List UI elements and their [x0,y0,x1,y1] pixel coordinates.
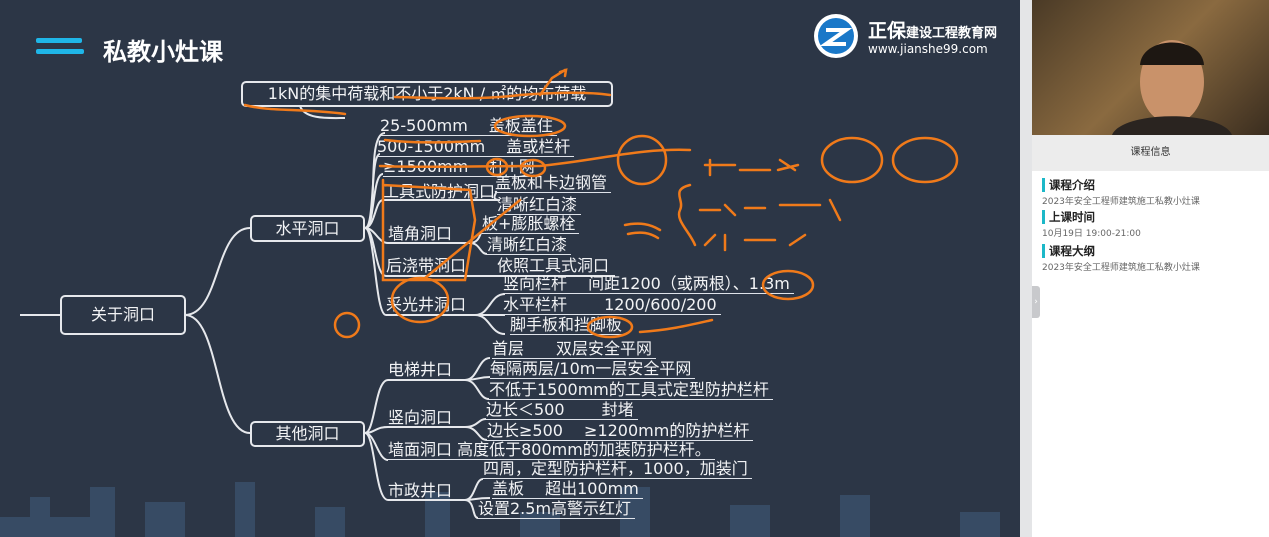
brand-logo: 正保建设工程教育网 www.jianshe99.com [812,12,1012,62]
leaf-node: 每隔两层/10m一层安全平网 [490,360,696,379]
section-text: 2023年安全工程师建筑施工私教小灶课 [1042,263,1200,273]
leaf-node: 边长＜500 封堵 [486,401,638,420]
course-info-panel: 课程信息 课程介绍 2023年安全工程师建筑施工私教小灶课 上课时间 10月19… [1032,0,1269,537]
leaf-node: 边长≥500 ≥1200mm的防护栏杆 [487,422,754,441]
leaf-node: 清晰红白漆 [497,196,582,215]
title-bar-icon [36,49,84,54]
instructor-video [1032,0,1269,135]
leaf-node: 板+膨胀螺栓 [482,215,580,234]
branch-node: 竖向洞口 [388,408,453,427]
root-node: 关于洞口 [60,295,186,335]
leaf-node: 竖向栏杆 间距1200（或两根）、1.3m [503,275,794,294]
leaf-node: 25-500mm 盖板盖住 [380,117,557,136]
leaf-node: 首层 双层安全平网 [492,340,657,359]
leaf-node: 清晰红白漆 [487,236,572,255]
branch-node: 墙角洞口 [388,224,453,243]
leaf-node: 设置2.5m高警示红灯 [478,500,636,519]
branch-node: 电梯井口 [388,360,453,379]
course-intro-section: 课程介绍 2023年安全工程师建筑施工私教小灶课 [1042,178,1200,207]
course-outline-section: 课程大纲 2023年安全工程师建筑施工私教小灶课 [1042,244,1200,273]
mindmap-connectors [20,105,615,519]
panel-divider [1020,0,1032,537]
other-opening-node: 其他洞口 [250,421,365,447]
section-text: 10月19日 19:00-21:00 [1042,229,1141,239]
leaf-node: 墙面洞口 高度低于800mm的加装防护栏杆。 [388,441,715,460]
slide-title: 私教小灶课 [103,38,223,66]
collapse-panel-button[interactable]: › [1032,286,1040,318]
leaf-node: 不低于1500mm的工具式定型防护栏杆 [489,381,773,400]
class-time-section: 上课时间 10月19日 19:00-21:00 [1042,210,1141,239]
brand-url: www.jianshe99.com [868,42,988,56]
brand-logo-icon [814,14,858,58]
instructor-figure [1112,40,1232,135]
handwritten-annotations [243,68,959,339]
title-bar-icon [36,38,82,43]
leaf-node: 盖板 超出100mm [492,480,643,499]
city-skyline-decoration [0,482,1000,537]
top-note-box: 1kN的集中荷载和不小于2kN / ㎡的均布荷载 [241,81,613,107]
section-title: 上课时间 [1042,210,1141,224]
section-text: 2023年安全工程师建筑施工私教小灶课 [1042,197,1200,207]
section-title: 课程大纲 [1042,244,1200,258]
leaf-node: 盖板和卡边钢管 [495,174,612,193]
horizontal-opening-node: 水平洞口 [250,215,365,242]
section-title: 课程介绍 [1042,178,1200,192]
brand-name: 正保 [868,20,907,42]
panel-header: 课程信息 [1032,135,1269,171]
branch-node: 市政井口 [388,481,453,500]
leaf-node: 水平栏杆 1200/600/200 [503,296,721,315]
leaf-node: 依照工具式洞口 [497,256,610,275]
leaf-node: 四周，定型防护栏杆，1000，加装门 [483,460,752,479]
slide: 私教小灶课 正保建设工程教育网 www.jianshe99.com [0,0,1020,537]
brand-subtitle: 建设工程教育网 [906,26,998,41]
